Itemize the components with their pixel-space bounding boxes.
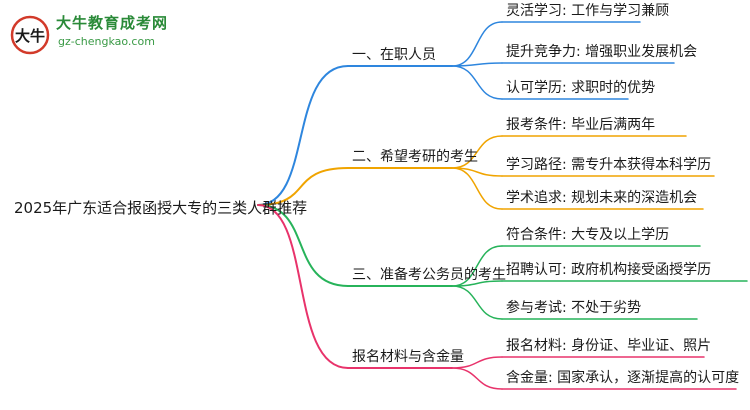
root-node: 2025年广东适合报函授大专的三类人群推荐 xyxy=(14,199,308,217)
watermark-title: 大牛教育成考网 xyxy=(56,14,169,32)
leaf-connector-1-1 xyxy=(451,21,503,67)
branch-connector-2 xyxy=(257,167,349,206)
leaf-connector-4-1 xyxy=(451,356,503,369)
branch-node-1: 一、在职人员 xyxy=(352,47,436,63)
leaf-node-4-1: 报名材料: 身份证、毕业证、照片 xyxy=(506,338,712,354)
leaf-connector-2-3 xyxy=(451,167,503,210)
leaf-connector-3-3 xyxy=(451,285,503,320)
leaf-node-3-2: 招聘认可: 政府机构接受函授学历 xyxy=(506,262,712,278)
branch-node-3: 三、准备考公务员的考生 xyxy=(352,267,506,283)
leaf-node-2-1: 报考条件: 毕业后满两年 xyxy=(506,117,656,133)
branch-connector-3 xyxy=(257,204,349,287)
branch-connector-4 xyxy=(257,204,349,369)
leaf-node-1-3: 认可学历: 求职时的优势 xyxy=(506,80,656,96)
branch-node-4: 报名材料与含金量 xyxy=(352,349,464,365)
branch-connector-1 xyxy=(257,65,349,206)
branch-node-2: 二、希望考研的考生 xyxy=(352,149,478,165)
leaf-node-2-3: 学术追求: 规划未来的深造机会 xyxy=(506,190,698,206)
leaf-node-4-2: 含金量: 国家承认，逐渐提高的认可度 xyxy=(506,370,740,386)
leaf-node-3-3: 参与考试: 不处于劣势 xyxy=(506,300,642,316)
watermark: 大牛 大牛教育成考网 gz-chengkao.com xyxy=(8,8,178,58)
leaf-node-1-1: 灵活学习: 工作与学习兼顾 xyxy=(506,3,670,19)
leaf-connector-2-1 xyxy=(451,135,503,169)
leaf-connector-1-3 xyxy=(451,65,503,100)
leaf-connector-3-1 xyxy=(451,245,503,287)
logo-icon: 大牛 xyxy=(10,15,50,55)
watermark-url: gz-chengkao.com xyxy=(58,35,155,48)
leaf-node-1-2: 提升竞争力: 增强职业发展机会 xyxy=(506,44,698,60)
leaf-node-2-2: 学习路径: 需专升本获得本科学历 xyxy=(506,157,712,173)
leaf-connector-4-2 xyxy=(451,367,503,390)
leaf-node-3-1: 符合条件: 大专及以上学历 xyxy=(506,227,670,243)
logo-text: 大牛 xyxy=(15,27,45,45)
